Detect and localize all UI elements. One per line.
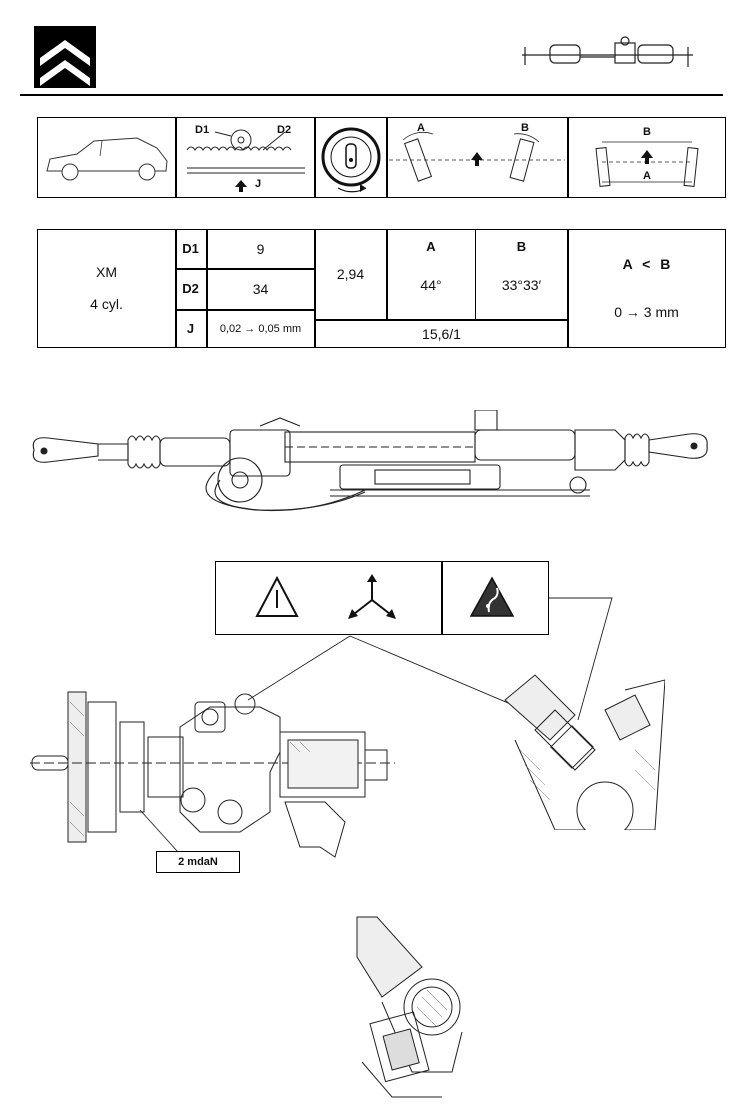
pictogram-table: D1 D2 J A B: [37, 117, 726, 198]
angle-a-header: A: [426, 239, 436, 254]
steering-rack-icon: [522, 36, 693, 67]
toe-relation-sign: <: [642, 256, 651, 272]
pinion-rack-icon: [186, 129, 305, 192]
toe-relation-b: B: [660, 256, 671, 272]
sealant-icon: [469, 576, 515, 618]
gear-label-j: J: [255, 178, 262, 190]
car-silhouette: [42, 126, 172, 191]
angle-b-header: B: [516, 239, 527, 254]
gear-ratio: 2,94: [336, 266, 365, 282]
angle-a-value: 44°: [420, 277, 442, 293]
bottom-detail-icon: [356, 916, 463, 1098]
steering-rack-assembly-icon: [32, 410, 708, 512]
model-name: XM: [96, 264, 117, 280]
toe-relation-a: A: [622, 256, 633, 272]
plunger-detail-icon: [504, 674, 665, 830]
toe-relation: A < B: [568, 256, 725, 272]
gear-label-d2: D2: [277, 124, 292, 136]
toe-icon: [595, 141, 699, 187]
gear-pictogram: D1 D2 J: [177, 120, 313, 196]
pinion-section-icon: [30, 691, 395, 858]
warning-box: [215, 561, 549, 635]
assembly-arrows-icon: [344, 572, 400, 624]
angle-label-b: B: [521, 122, 529, 134]
row-value-j: 0,02 → 0,05 mm: [219, 323, 302, 335]
row-label-j: J: [186, 321, 195, 336]
bottom-detail-section: [352, 912, 472, 1100]
car-icon: [46, 137, 168, 181]
torque-label-box: 2 mdaN: [156, 851, 240, 873]
toe-label-a: A: [643, 170, 651, 182]
gear-label-d1: D1: [195, 124, 210, 136]
steering-wheel-icon: [321, 127, 381, 193]
wheel-angle-pictogram: A B: [389, 120, 565, 196]
engine-type: 4 cyl.: [90, 296, 123, 312]
row-value-d2: 34: [252, 281, 269, 297]
header-rule: [20, 94, 723, 96]
steering-ratio: 15,6/1: [422, 326, 461, 342]
angle-label-a: A: [417, 122, 425, 134]
header-steering-rack: [520, 35, 695, 80]
row-label-d2: D2: [182, 281, 199, 296]
warning-triangle-icon: [254, 574, 300, 620]
toe-range: 0 → 3 mm: [614, 304, 679, 320]
plunger-detail-section: [495, 670, 665, 830]
steering-rack-drawing: [30, 410, 720, 520]
wheel-angle-icon: [389, 131, 565, 182]
brand-logo: [34, 26, 96, 88]
toe-label-b: B: [643, 126, 651, 138]
row-value-d1: 9: [256, 241, 265, 257]
steering-wheel-pictogram: [318, 124, 384, 194]
double-chevron-logo-icon: [40, 40, 90, 86]
angle-b-value: 33°33′: [501, 277, 542, 293]
pinion-housing-section: [30, 682, 395, 862]
row-label-d1: D1: [182, 241, 199, 256]
torque-value: 2 mdaN: [178, 856, 218, 868]
toe-pictogram: B A: [570, 120, 724, 196]
spec-table: XM 4 cyl. D1 9 D2 34 J 0,02 → 0,05 mm 2,…: [37, 229, 726, 348]
